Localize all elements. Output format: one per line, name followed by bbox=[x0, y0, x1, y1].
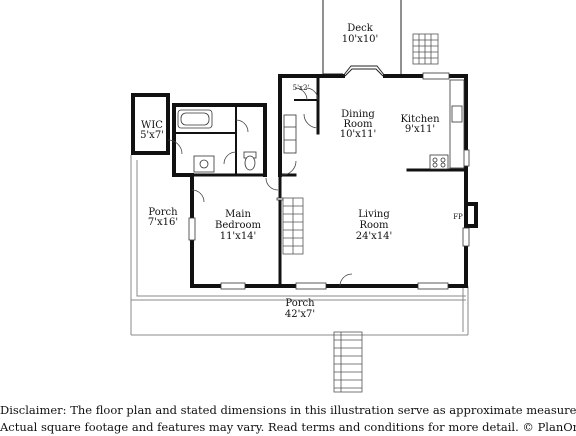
side-porch-label: Porch bbox=[148, 207, 178, 218]
kitchen-label: Kitchen bbox=[400, 114, 440, 125]
front-porch-dims: 42'x7' bbox=[285, 309, 315, 320]
living-room-label-line2: Room bbox=[359, 220, 389, 231]
deck-stairs bbox=[412, 33, 439, 65]
main-bedroom-label-line1: Main bbox=[225, 209, 251, 220]
dining-dims: 10'x11' bbox=[340, 129, 377, 140]
living-room-label-line1: Living bbox=[358, 209, 390, 220]
interior-walls bbox=[173, 74, 468, 288]
windows bbox=[188, 72, 470, 290]
wic-label: WIC bbox=[141, 120, 163, 131]
deck-area bbox=[322, 0, 439, 75]
main-bedroom-dims: 11'x14' bbox=[220, 231, 257, 242]
disclaimer-line-1: Disclaimer: The floor plan and stated di… bbox=[0, 403, 576, 417]
disclaimer: Disclaimer: The floor plan and stated di… bbox=[0, 402, 576, 436]
bathroom-fixtures bbox=[177, 109, 297, 173]
side-porch-dims: 7'x16' bbox=[148, 217, 178, 228]
closet-dims: 5'x2' bbox=[293, 84, 310, 92]
porch-outline bbox=[130, 155, 469, 336]
deck-dims: 10'x10' bbox=[342, 34, 379, 45]
deck-label: Deck bbox=[347, 23, 374, 34]
dining-label-line1: Dining bbox=[341, 109, 375, 120]
disclaimer-line-2: Actual square footage and features may v… bbox=[0, 420, 576, 434]
wic-dims: 5'x7' bbox=[140, 130, 164, 141]
dining-label-line2: Room bbox=[343, 119, 373, 130]
front-stairs bbox=[333, 331, 363, 393]
fireplace-label: FP bbox=[453, 213, 463, 221]
living-room-dims: 24'x14' bbox=[356, 231, 393, 242]
kitchen-fixtures bbox=[429, 79, 465, 170]
front-porch-label: Porch bbox=[285, 298, 315, 309]
doors bbox=[167, 87, 353, 287]
main-bedroom-label-line2: Bedroom bbox=[215, 220, 261, 231]
kitchen-dims: 9'x11' bbox=[405, 124, 435, 135]
interior-stairs bbox=[282, 197, 304, 255]
